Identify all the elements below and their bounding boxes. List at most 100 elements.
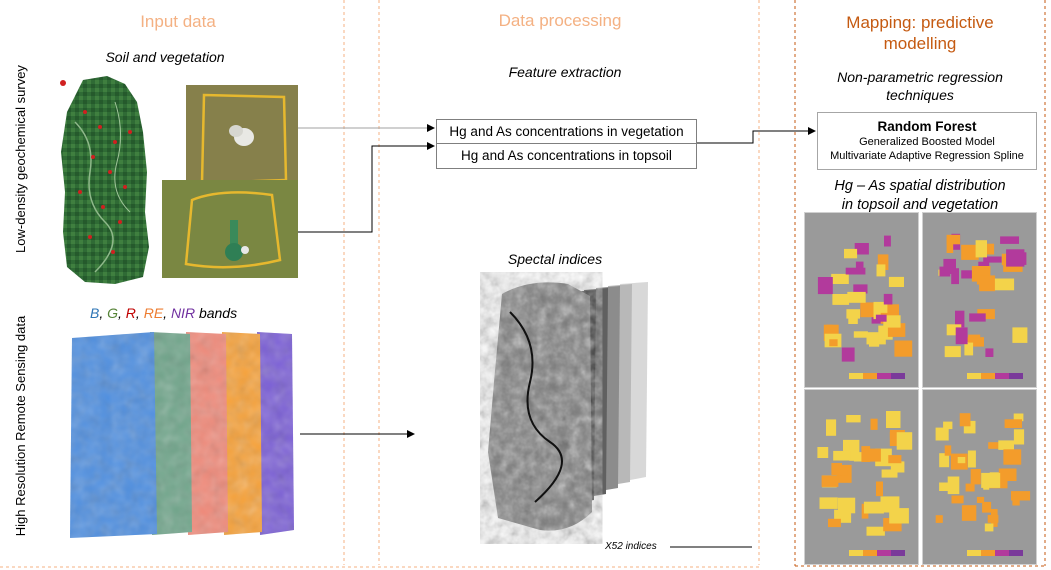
models-box: Random Forest Generalized Boosted Model …	[817, 112, 1037, 170]
map-patch	[984, 523, 994, 532]
legend-swatch	[995, 550, 1009, 556]
feature-extraction-title: Feature extraction	[508, 64, 622, 80]
legend-swatch	[1009, 550, 1023, 556]
indices-count-label: X52 indices	[605, 541, 657, 552]
map-patch	[846, 309, 860, 319]
prediction-map-svg	[805, 390, 918, 564]
map-patch	[961, 270, 973, 279]
map-patch	[946, 234, 961, 245]
regression-title-line1: Non-parametric regression	[837, 69, 1003, 85]
band-r-image	[186, 332, 228, 535]
map-patch	[883, 293, 893, 305]
map-patch	[939, 266, 951, 277]
map-patch	[976, 496, 985, 503]
map-patch	[890, 461, 905, 473]
map-patch	[866, 526, 885, 536]
map-patch	[853, 331, 868, 338]
map-patch	[987, 514, 999, 523]
map-patch	[888, 276, 904, 287]
map-patch	[889, 431, 898, 446]
map-patch	[1006, 249, 1025, 267]
map-patch	[975, 240, 987, 258]
map-patch	[947, 476, 960, 495]
map-patch	[1003, 262, 1023, 272]
location-marker-icon	[60, 80, 66, 86]
map-patch	[849, 443, 859, 461]
map-patch	[846, 415, 861, 423]
map-patch	[981, 472, 1001, 488]
map-patch	[946, 324, 962, 336]
map-patch	[854, 243, 869, 255]
band-g-image	[150, 332, 192, 535]
map-patch	[876, 264, 886, 277]
distribution-title-line1: Hg – As spatial distribution	[834, 178, 1006, 194]
map-patch	[963, 420, 976, 434]
map-legend-bar	[849, 550, 905, 556]
feature-row-topsoil: Hg and As concentrations in topsoil	[461, 148, 672, 163]
map-patch	[844, 248, 858, 259]
map-patch	[988, 442, 1001, 449]
legend-swatch	[849, 550, 863, 556]
field-photo-soil	[162, 180, 298, 278]
map-patch	[853, 284, 868, 294]
feature-row-vegetation: Hg and As concentrations in vegetation	[437, 120, 696, 144]
bands-suffix: bands	[198, 305, 238, 321]
band-r-label: R	[125, 305, 136, 321]
prediction-map-svg	[923, 390, 1036, 564]
map-patch	[943, 421, 953, 430]
legend-swatch	[967, 550, 981, 556]
map-patch	[848, 317, 858, 324]
map-patch	[841, 347, 855, 362]
map-patch	[1003, 449, 1022, 465]
map-patch	[828, 518, 841, 528]
regression-title-line2: techniques	[886, 87, 954, 103]
map-patch	[817, 447, 829, 458]
map-patch	[817, 277, 833, 295]
map-patch	[951, 268, 959, 285]
legend-swatch	[995, 373, 1009, 379]
mapping-title-line2: modelling	[883, 34, 957, 53]
map-patch	[961, 505, 977, 521]
legend-swatch	[863, 550, 877, 556]
map-patch	[959, 413, 971, 427]
map-patch	[935, 515, 943, 523]
map-patch	[977, 309, 995, 320]
map-patch	[829, 339, 838, 347]
distribution-title-line2: in topsoil and vegetation	[841, 197, 999, 213]
map-patch	[994, 278, 1015, 291]
map-patch	[821, 475, 839, 487]
map-patch	[944, 445, 952, 456]
map-patch	[970, 469, 981, 485]
map-patch	[884, 235, 891, 247]
model-random-forest: Random Forest	[877, 119, 977, 134]
map-patch	[833, 450, 851, 461]
map-patch	[819, 497, 838, 509]
map-patch	[1011, 491, 1031, 501]
map-patch	[877, 254, 889, 270]
mapping-title-line1: Mapping: predictive	[846, 13, 994, 32]
spatial-distribution-title: Hg – As spatial distribution in topsoil …	[815, 177, 1025, 215]
band-nir-image	[257, 332, 294, 535]
legend-swatch	[981, 373, 995, 379]
map-patch	[979, 275, 996, 292]
model-mars: Multivariate Adaptive Regression Spline	[830, 150, 1024, 162]
map-patch	[939, 453, 950, 468]
spectral-indices-title: Spectal indices	[507, 251, 603, 267]
map-patch	[867, 448, 881, 462]
prediction-map-svg	[923, 213, 1036, 387]
map-patch	[1004, 419, 1022, 428]
legend-swatch	[891, 550, 905, 556]
map-patch	[840, 469, 848, 476]
map-patch	[946, 236, 954, 253]
legend-swatch	[849, 373, 863, 379]
prediction-map-1	[804, 212, 919, 388]
map-patch	[1000, 236, 1019, 244]
band-g-label: G	[107, 305, 119, 321]
map-patch	[955, 327, 968, 345]
map-patch	[888, 455, 902, 464]
bands-label: B, G, R, RE, NIR bands	[90, 305, 238, 321]
legend-swatch	[891, 373, 905, 379]
map-patch	[964, 341, 974, 356]
